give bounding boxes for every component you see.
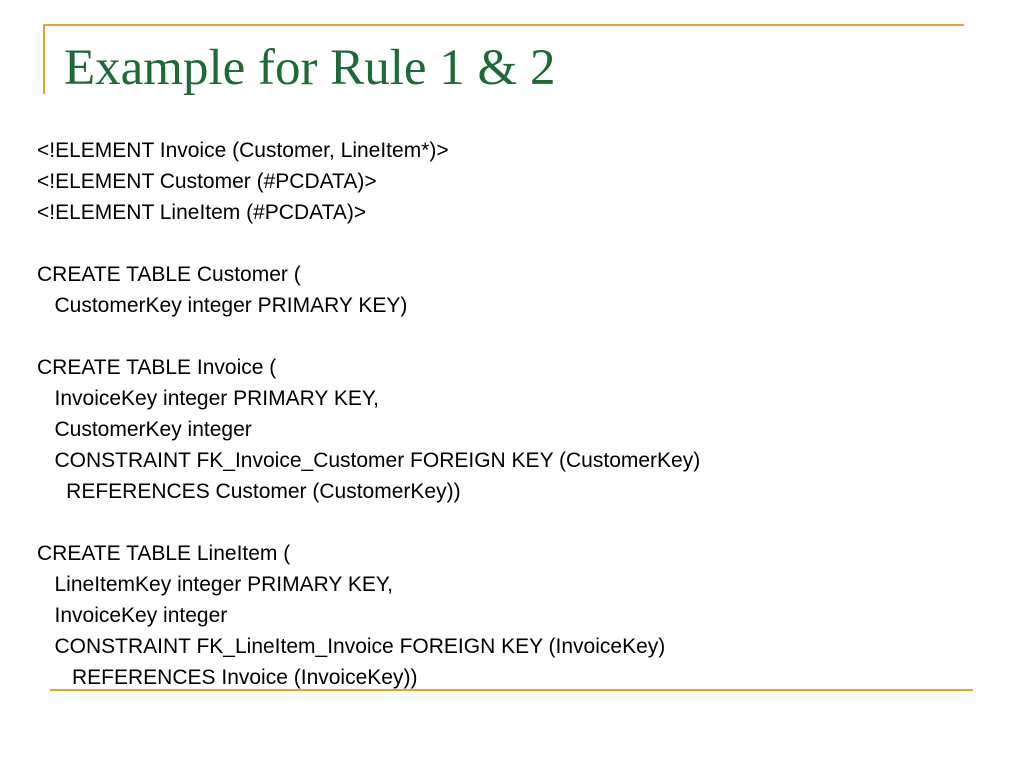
code-line: CREATE TABLE LineItem ( <box>37 542 291 565</box>
code-line: <!ELEMENT LineItem (#PCDATA)> <box>37 201 367 224</box>
code-line: REFERENCES Customer (CustomerKey)) <box>37 480 461 503</box>
bottom-rule <box>50 689 973 691</box>
code-line: InvoiceKey integer <box>37 604 228 627</box>
code-line: CustomerKey integer PRIMARY KEY) <box>37 294 408 317</box>
code-line: LineItemKey integer PRIMARY KEY, <box>37 573 394 596</box>
code-block: <!ELEMENT Invoice (Customer, LineItem*)>… <box>37 135 700 693</box>
blank-line <box>37 228 700 259</box>
code-line: CREATE TABLE Customer ( <box>37 263 301 286</box>
code-line: CustomerKey integer <box>37 418 252 441</box>
code-line: <!ELEMENT Customer (#PCDATA)> <box>37 170 377 193</box>
title-top-rule <box>43 24 964 26</box>
code-line: <!ELEMENT Invoice (Customer, LineItem*)> <box>37 139 449 162</box>
title-left-rule <box>43 24 45 94</box>
code-line: REFERENCES Invoice (InvoiceKey)) <box>37 666 418 689</box>
slide-title: Example for Rule 1 & 2 <box>64 40 556 96</box>
blank-line <box>37 507 700 538</box>
code-line: CREATE TABLE Invoice ( <box>37 356 277 379</box>
blank-line <box>37 321 700 352</box>
code-line: InvoiceKey integer PRIMARY KEY, <box>37 387 380 410</box>
code-line: CONSTRAINT FK_LineItem_Invoice FOREIGN K… <box>37 635 666 658</box>
code-line: CONSTRAINT FK_Invoice_Customer FOREIGN K… <box>37 449 701 472</box>
